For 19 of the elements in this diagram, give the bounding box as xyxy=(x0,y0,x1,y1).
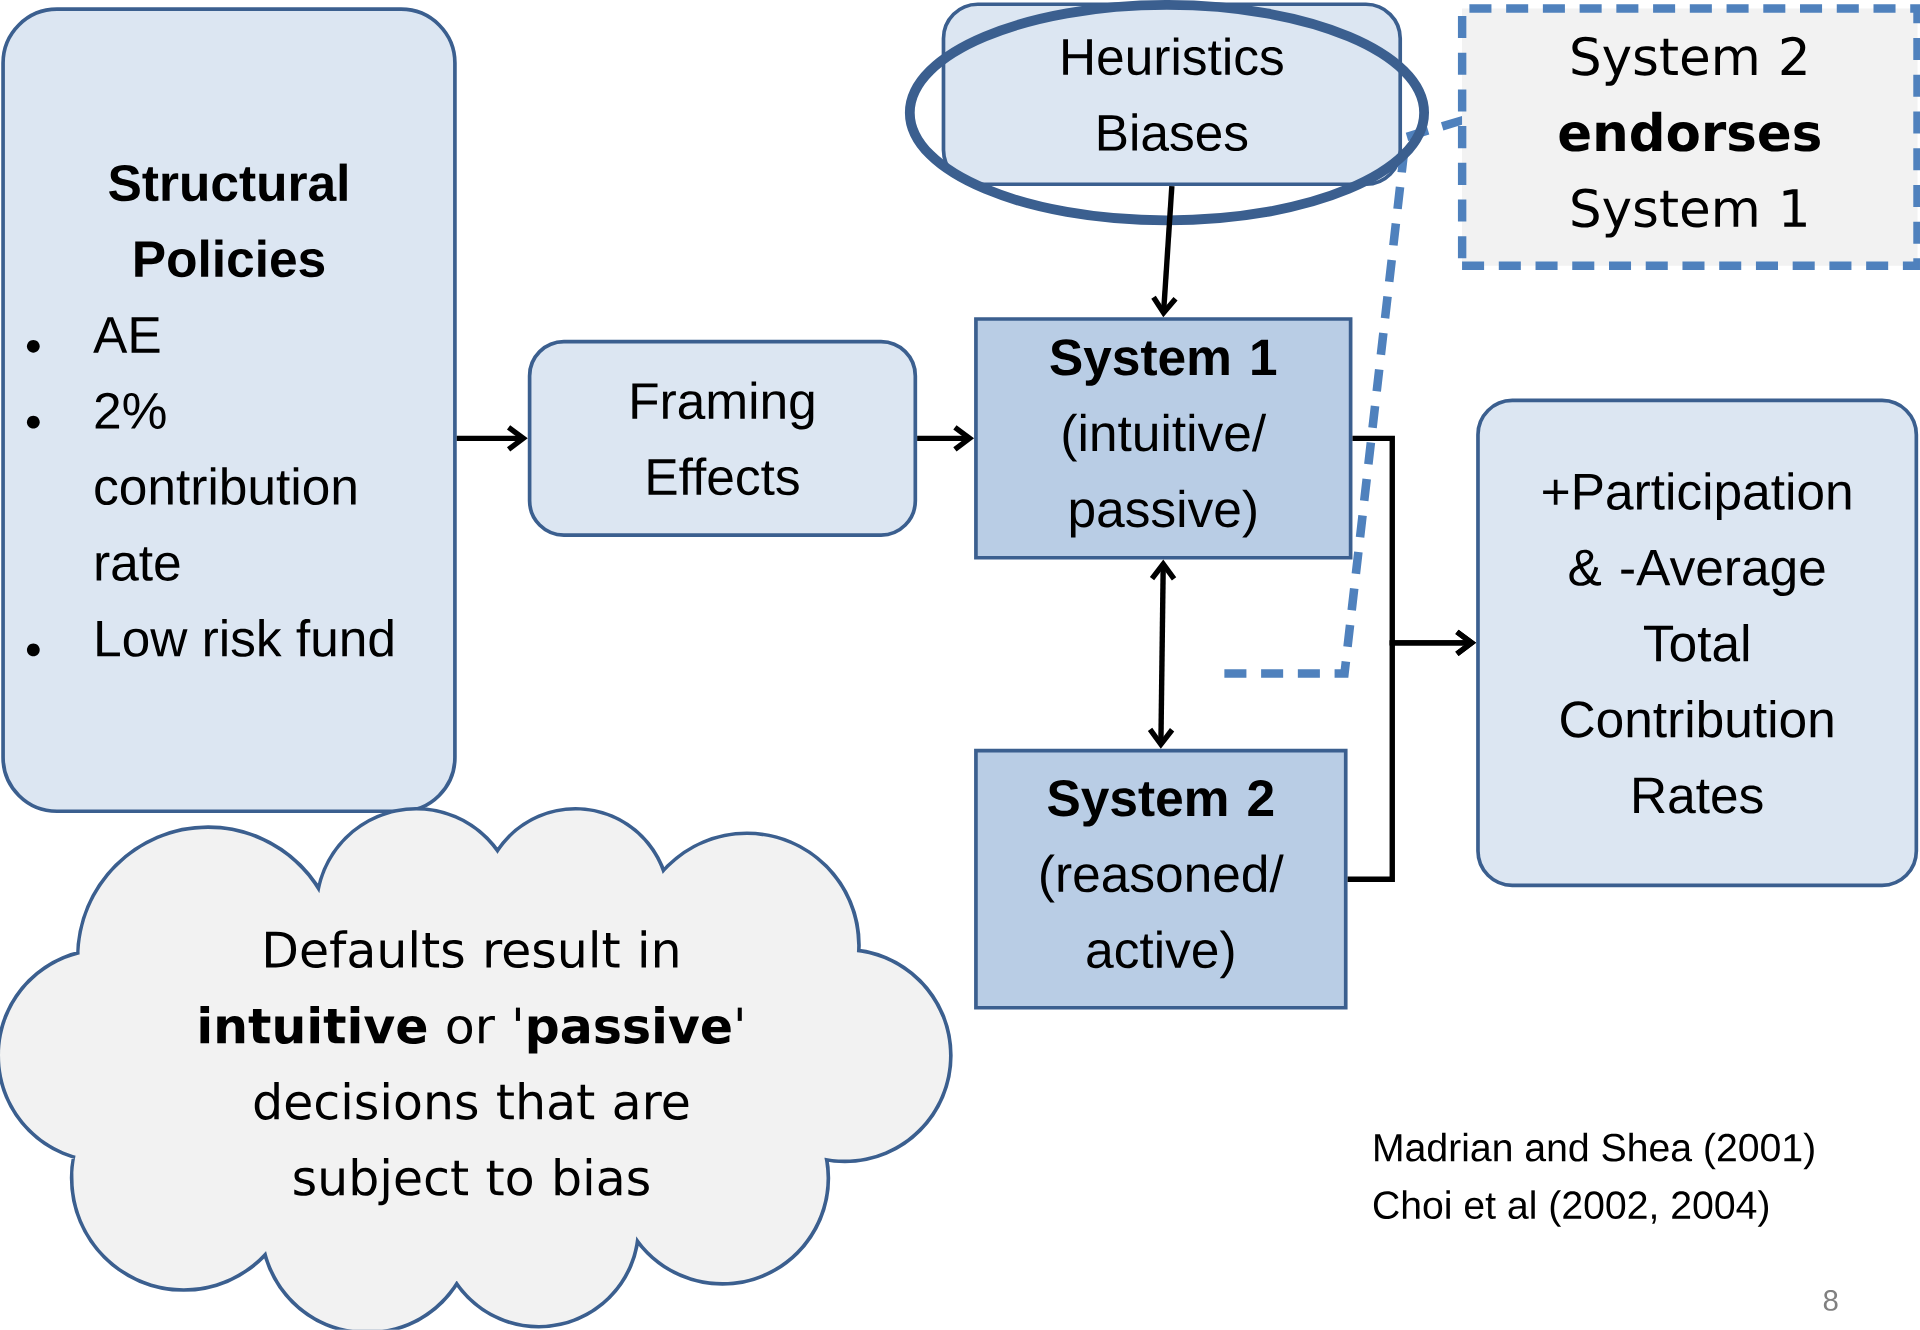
bullet-item: AE xyxy=(26,317,160,353)
rounded-box: Framing Effects xyxy=(527,339,918,538)
arrow xyxy=(456,425,528,452)
arrow xyxy=(917,425,975,452)
bullet-item: Low risk fund xyxy=(26,619,393,657)
process-box: System 1 (intuitive/ passive) xyxy=(974,317,1353,560)
callout-box: System 2 endorses System 1 xyxy=(1457,4,1920,271)
cloud-callout: Defaults result in intuitive or 'passive' decisions that are subject to bias xyxy=(0,807,953,1330)
arrow xyxy=(1147,559,1177,749)
rounded-box: Structural Policies AE 2% contribution rate Low risk fund xyxy=(1,7,457,814)
arrow xyxy=(1347,629,1477,882)
rounded-box: Heuristics Biases xyxy=(941,2,1403,187)
citation: Madrian and Shea (2001) xyxy=(1375,1132,1814,1170)
bullet-item: 2% contribution rate xyxy=(26,392,356,582)
process-box: System 2 (reasoned/ active) xyxy=(974,748,1348,1010)
citation: Choi et al (2002, 2004) xyxy=(1373,1190,1768,1227)
rounded-box: +Participation & -Average Total Contribution Rates xyxy=(1476,398,1919,888)
page-number: 8 xyxy=(1823,1290,1838,1311)
arrow xyxy=(1151,186,1178,318)
